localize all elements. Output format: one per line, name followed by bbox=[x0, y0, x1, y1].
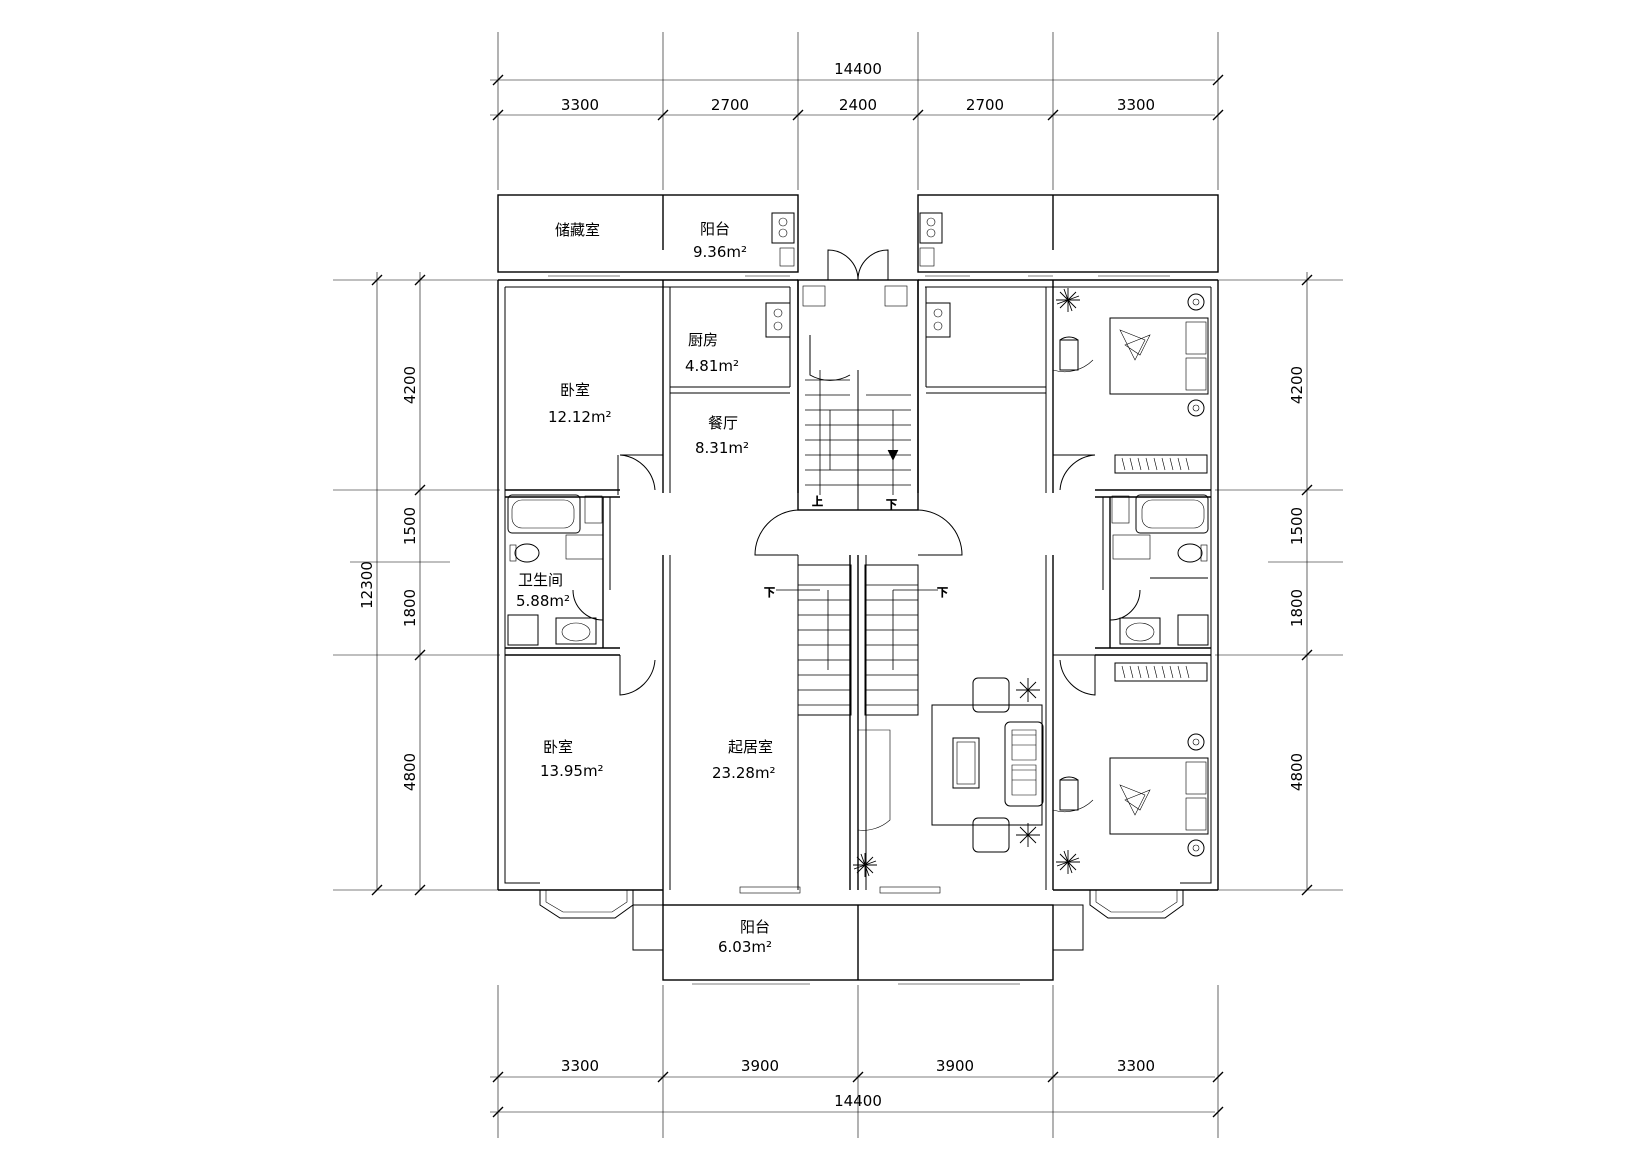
balcony-north-label: 阳台 bbox=[700, 220, 730, 238]
dim-right-4: 4800 bbox=[1288, 753, 1306, 791]
dim-bottom-3: 3900 bbox=[936, 1057, 974, 1075]
dim-top-1: 3300 bbox=[561, 96, 599, 114]
dim-left-total: 12300 bbox=[358, 561, 376, 609]
dim-right-1: 4200 bbox=[1288, 366, 1306, 404]
bed-south bbox=[1109, 733, 1209, 857]
dim-top-2: 2700 bbox=[711, 96, 749, 114]
bathroom-label: 卫生间 bbox=[518, 571, 563, 589]
bathroom-area: 5.88m² bbox=[516, 592, 570, 610]
storage-label: 储藏室 bbox=[555, 221, 600, 239]
dim-left-1: 4200 bbox=[401, 366, 419, 404]
dim-left-4: 4800 bbox=[401, 753, 419, 791]
dim-right-3: 1800 bbox=[1288, 589, 1306, 627]
dining-area: 8.31m² bbox=[695, 439, 749, 457]
bedroom-south-area: 13.95m² bbox=[540, 762, 604, 780]
dimension-lines: 14400 3300 2700 2400 2700 3300 3300 3900… bbox=[333, 32, 1343, 1138]
dim-bottom-2: 3900 bbox=[741, 1057, 779, 1075]
dim-bottom-4: 3300 bbox=[1117, 1057, 1155, 1075]
stair-up-label: 上 bbox=[812, 495, 823, 508]
bay-windows bbox=[539, 890, 1184, 951]
room-labels: 储藏室 阳台 9.36m² 厨房 4.81m² 卧室 12.12m² 餐厅 8.… bbox=[516, 220, 776, 956]
dim-left-3: 1800 bbox=[401, 589, 419, 627]
dim-top-total: 14400 bbox=[834, 60, 882, 78]
fixtures bbox=[507, 212, 1209, 877]
balcony-south-label: 阳台 bbox=[740, 918, 770, 936]
living-room-set bbox=[931, 677, 1044, 853]
balcony-south-area: 6.03m² bbox=[718, 938, 772, 956]
dim-bottom-1: 3300 bbox=[561, 1057, 599, 1075]
dim-right-2: 1500 bbox=[1288, 507, 1306, 545]
north-balcony-left bbox=[497, 194, 799, 273]
bedroom-north-area: 12.12m² bbox=[548, 408, 612, 426]
stair-down-label-1: 下 bbox=[886, 498, 897, 511]
kitchen-label: 厨房 bbox=[688, 331, 718, 349]
interior-walls bbox=[505, 279, 1211, 890]
balcony-north-area: 9.36m² bbox=[693, 243, 747, 261]
bedroom-south-label: 卧室 bbox=[543, 738, 573, 756]
north-balcony-right bbox=[917, 194, 1219, 273]
stair-down-label-3: 下 bbox=[937, 586, 948, 599]
bed-north bbox=[1109, 293, 1209, 417]
dim-top-5: 3300 bbox=[1117, 96, 1155, 114]
living-area: 23.28m² bbox=[712, 764, 776, 782]
kitchen-area: 4.81m² bbox=[685, 357, 739, 375]
stair-down-label-2: 下 bbox=[764, 586, 775, 599]
dim-top-4: 2700 bbox=[966, 96, 1004, 114]
doors bbox=[572, 249, 1141, 831]
dim-top-3: 2400 bbox=[839, 96, 877, 114]
dining-label: 餐厅 bbox=[708, 414, 738, 432]
dim-bottom-total: 14400 bbox=[834, 1092, 882, 1110]
stairs: 上 下 下 下 bbox=[764, 370, 948, 706]
dim-left-2: 1500 bbox=[401, 507, 419, 545]
living-label: 起居室 bbox=[728, 738, 773, 756]
windows bbox=[548, 271, 1170, 985]
exterior-walls bbox=[497, 279, 1219, 905]
plants bbox=[853, 288, 1080, 877]
bedroom-north-label: 卧室 bbox=[560, 381, 590, 399]
